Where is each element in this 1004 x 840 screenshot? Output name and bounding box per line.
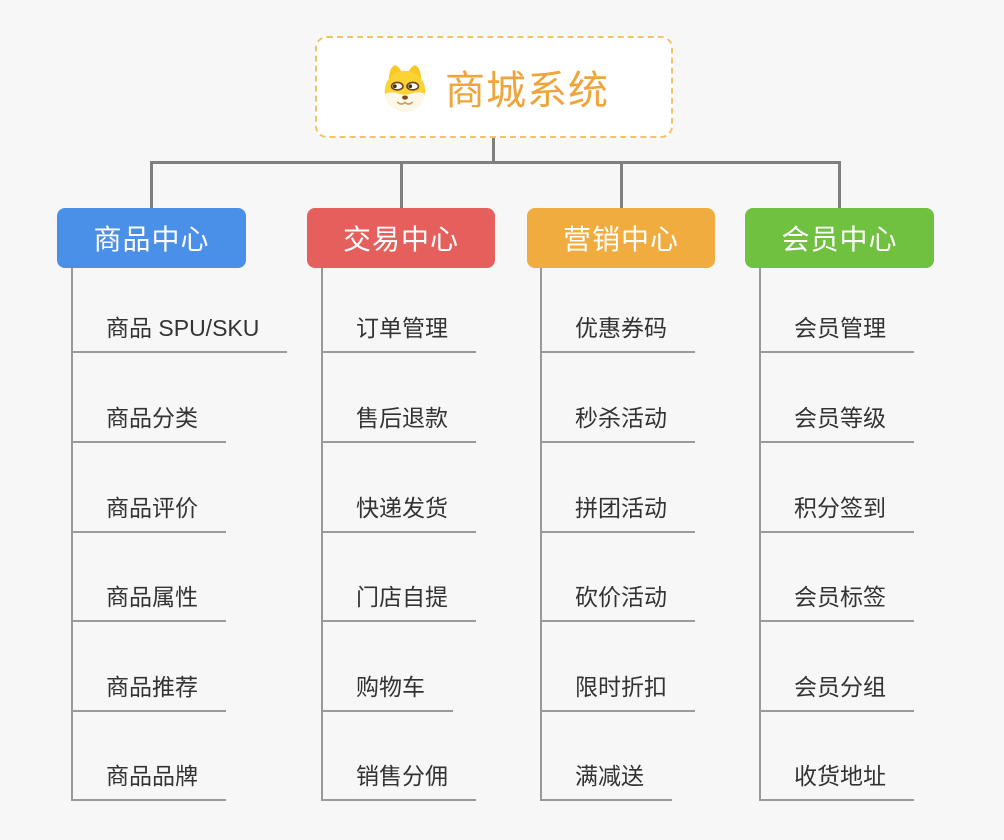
connector-root-drop-line [492, 138, 495, 164]
list-item[interactable]: 商品 SPU/SKU [72, 311, 288, 353]
connector-branch-drop-line [150, 161, 153, 209]
connector-branch-drop-line [620, 161, 623, 209]
branch-header-marketing-center[interactable]: 营销中心 [527, 208, 715, 268]
list-item[interactable]: 会员标签 [760, 580, 914, 622]
list-item[interactable]: 限时折扣 [541, 670, 695, 712]
list-item[interactable]: 积分签到 [760, 491, 914, 533]
connector-branch-drop-line [838, 161, 841, 209]
list-item[interactable]: 收货地址 [760, 759, 914, 801]
list-item[interactable]: 优惠券码 [541, 311, 695, 353]
list-item[interactable]: 商品评价 [72, 491, 226, 533]
list-item[interactable]: 售后退款 [322, 401, 476, 443]
list-item[interactable]: 拼团活动 [541, 491, 695, 533]
connector-horizontal-line [150, 161, 841, 164]
root-node[interactable]: 商城系统 [315, 36, 673, 138]
list-item[interactable]: 销售分佣 [322, 759, 476, 801]
branch-header-trade-center[interactable]: 交易中心 [307, 208, 495, 268]
list-item[interactable]: 商品属性 [72, 580, 226, 622]
list-item[interactable]: 会员分组 [760, 670, 914, 712]
list-item[interactable]: 会员等级 [760, 401, 914, 443]
list-item[interactable]: 商品推荐 [72, 670, 226, 712]
list-item[interactable]: 砍价活动 [541, 580, 695, 622]
branch-spine-line [321, 268, 323, 801]
list-item[interactable]: 商品分类 [72, 401, 226, 443]
root-title: 商城系统 [445, 69, 609, 113]
list-item[interactable]: 会员管理 [760, 311, 914, 353]
branch-spine-line [540, 268, 542, 801]
branch-header-product-center[interactable]: 商品中心 [57, 208, 246, 268]
list-item[interactable]: 门店自提 [322, 580, 476, 622]
branch-header-member-center[interactable]: 会员中心 [745, 208, 934, 268]
branch-spine-line [759, 268, 761, 801]
list-item[interactable]: 商品品牌 [72, 759, 226, 801]
list-item[interactable]: 秒杀活动 [541, 401, 695, 443]
list-item[interactable]: 购物车 [322, 670, 453, 712]
list-item[interactable]: 满减送 [541, 759, 672, 801]
connector-branch-drop-line [400, 161, 403, 209]
list-item[interactable]: 快递发货 [322, 491, 476, 533]
branch-spine-line [71, 268, 73, 801]
dog-face-icon [384, 65, 426, 112]
list-item[interactable]: 订单管理 [322, 311, 476, 353]
